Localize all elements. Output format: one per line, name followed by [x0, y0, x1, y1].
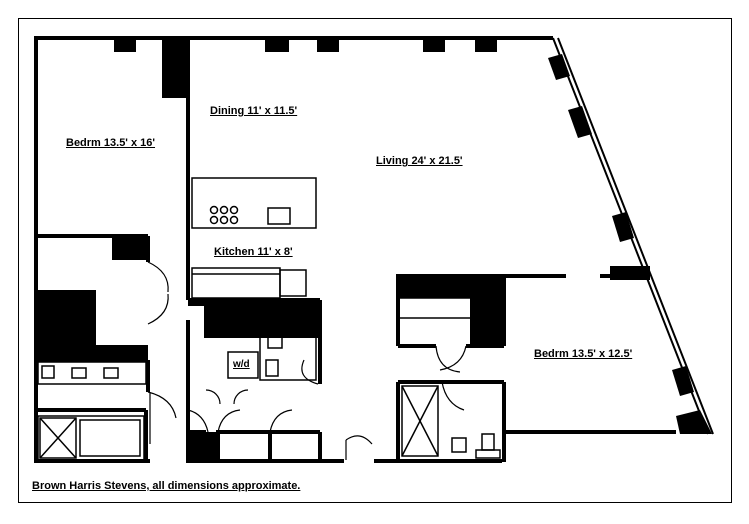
door-swings [147, 261, 467, 460]
kitchen-counter [191, 267, 307, 299]
room-label-bedroom-left: Bedrm 13.5' x 16' [66, 137, 156, 149]
room-label-bedroom-right: Bedrm 13.5' x 12.5' [534, 348, 633, 360]
kitchen-island [191, 177, 317, 229]
exterior-walls [34, 36, 553, 463]
interior-walls [36, 96, 676, 462]
footer-credit: Brown Harris Stevens, all dimensions app… [32, 480, 301, 492]
column-piers [114, 36, 712, 434]
solid-wall-blocks [36, 234, 650, 462]
left-bath-fixtures [37, 361, 147, 461]
room-label-living: Living 24' x 21.5' [376, 155, 463, 167]
room-label-washer-dryer: w/d [233, 359, 250, 370]
right-bath-fixtures [397, 297, 505, 459]
center-bath-fixtures [227, 327, 317, 381]
room-label-kitchen: Kitchen 11' x 8' [214, 246, 293, 258]
floorplan-frame [18, 18, 732, 503]
room-label-dining: Dining 11' x 11.5' [210, 105, 298, 117]
